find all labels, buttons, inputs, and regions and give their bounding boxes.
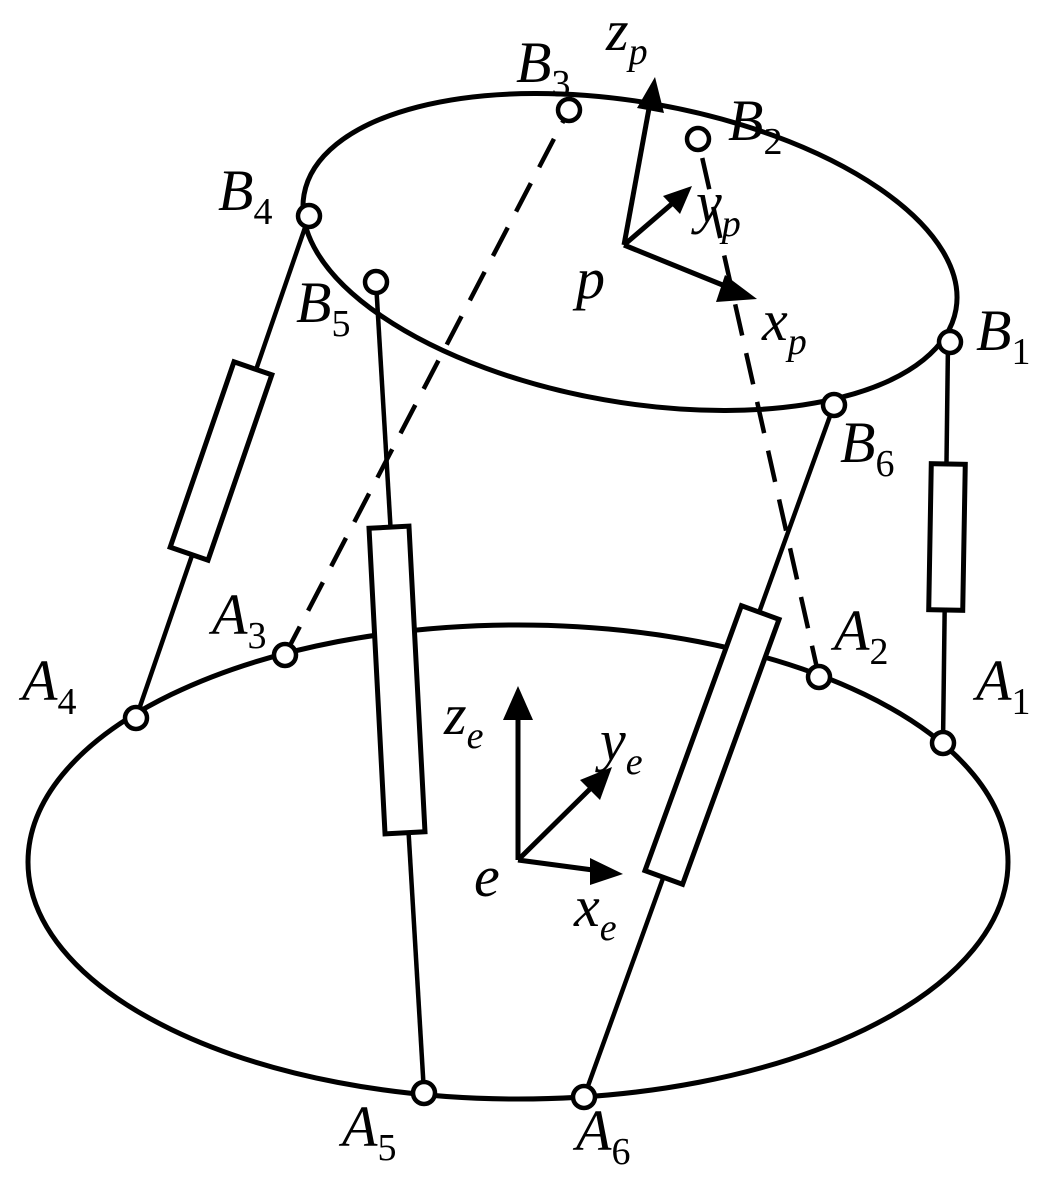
label-axis-xe: xe — [573, 874, 617, 949]
label-a4: A4 — [18, 648, 76, 723]
label-a5: A5 — [338, 1094, 396, 1169]
joint-a5 — [410, 1079, 438, 1107]
joint-b2 — [684, 125, 712, 153]
label-axis-zp: zp — [605, 0, 648, 73]
actuator-leg-1 — [926, 461, 968, 613]
label-a2: A2 — [830, 598, 888, 673]
label-a1: A1 — [972, 648, 1030, 723]
platform-frame — [621, 77, 757, 302]
leg-a2-b2 — [695, 138, 822, 678]
label-b1: B1 — [976, 298, 1030, 373]
joint-b4 — [295, 202, 323, 230]
joint-a4 — [122, 704, 150, 732]
leg-a3-b3 — [283, 108, 571, 657]
label-b3: B3 — [516, 30, 570, 105]
label-a6: A6 — [572, 1098, 630, 1173]
label-axis-yp: yp — [691, 170, 741, 245]
joint-a1 — [929, 729, 957, 757]
joint-b5 — [362, 268, 390, 296]
label-axis-ze: ze — [443, 682, 484, 757]
actuator-leg-5 — [366, 523, 428, 837]
label-b2: B2 — [728, 88, 782, 163]
joint-a2 — [805, 663, 833, 691]
label-axis-ye: ye — [595, 708, 643, 783]
base-ring — [25, 622, 1011, 1102]
actuator-leg-6 — [641, 602, 783, 888]
label-origin-e: e — [474, 844, 500, 909]
joint-a6 — [570, 1083, 598, 1111]
label-axis-xp: xp — [761, 288, 807, 363]
label-b6: B6 — [840, 410, 894, 485]
base-frame — [503, 686, 623, 885]
joint-b3 — [555, 96, 583, 124]
label-b5: B5 — [296, 270, 350, 345]
label-a3: A3 — [208, 582, 266, 657]
joint-b6 — [820, 391, 848, 419]
label-origin-p: p — [572, 246, 605, 311]
label-b4: B4 — [218, 158, 272, 233]
joint-a3 — [271, 641, 299, 669]
actuator-leg-4 — [167, 358, 275, 564]
joint-b1 — [936, 328, 964, 356]
